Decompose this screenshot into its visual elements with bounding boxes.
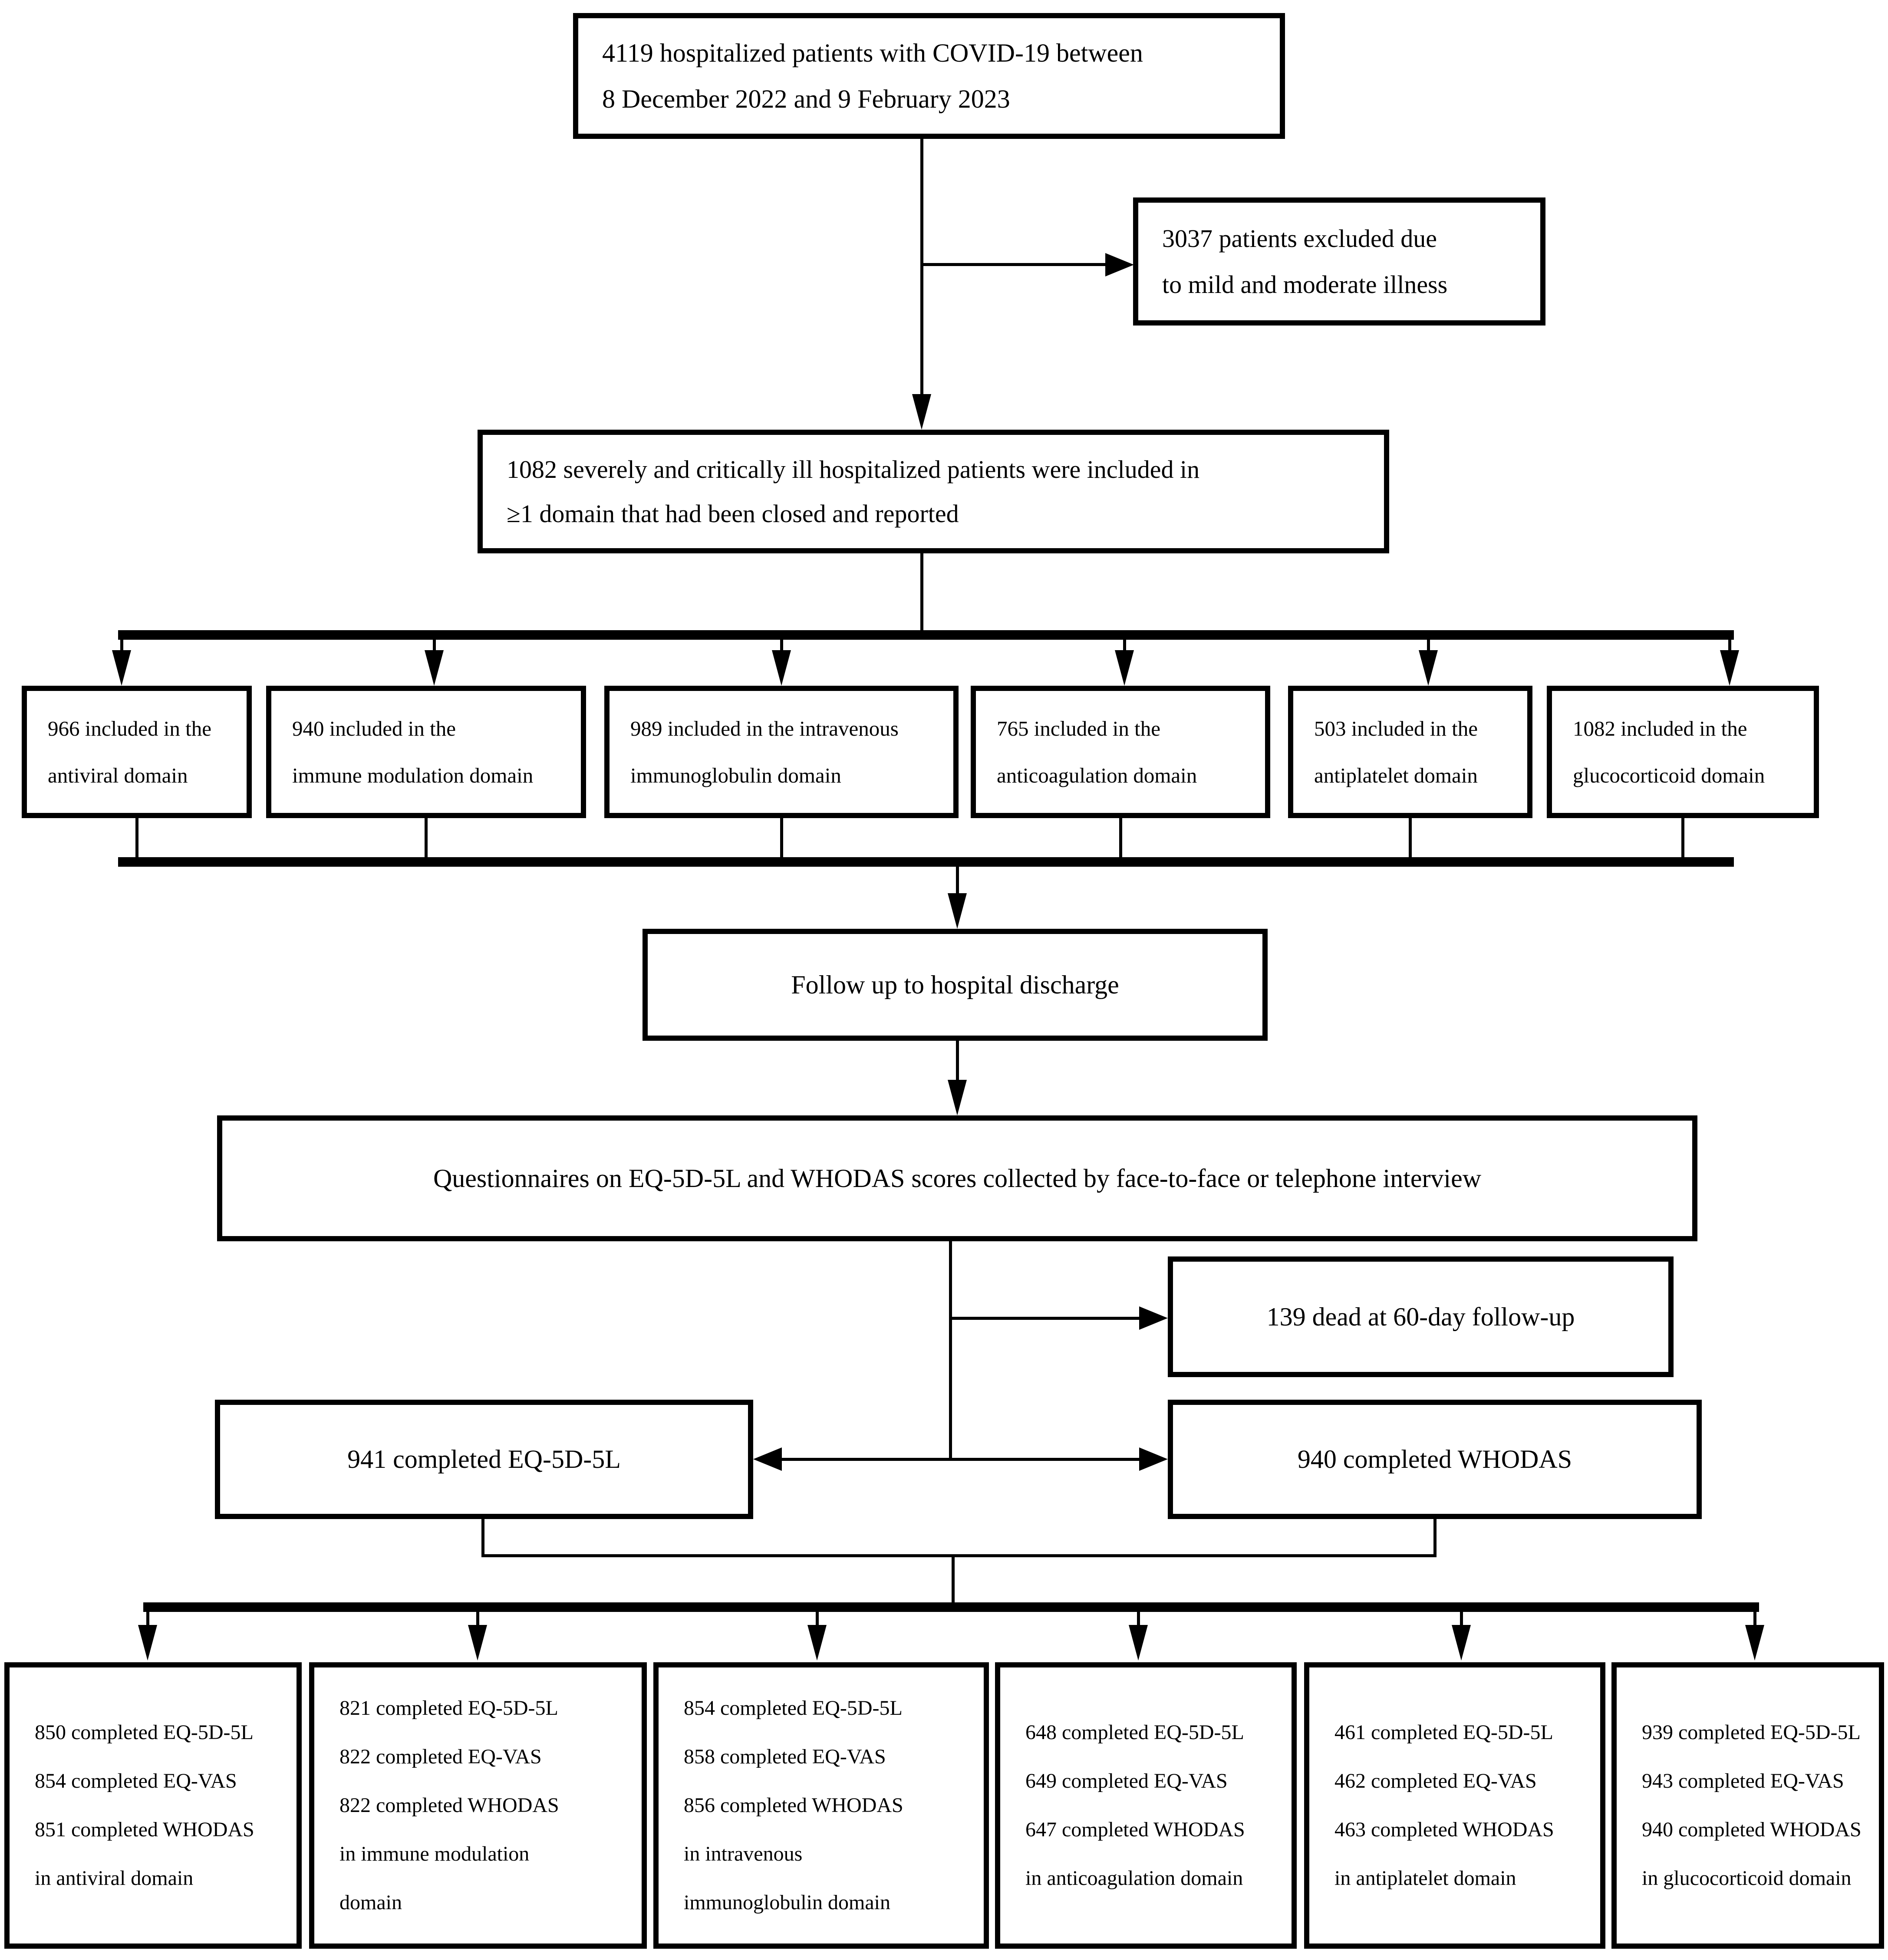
connector-merge-to-followup-arrowhead xyxy=(948,893,967,929)
connector-followup-to-questionnaire-arrowhead xyxy=(948,1080,967,1115)
connector-branch-to-excluded-line xyxy=(922,263,1106,266)
connector-outcome-bus-line xyxy=(143,1602,1759,1612)
box-outcome-immune-modulation-text: 821 completed EQ-5D-5L 822 completed EQ-… xyxy=(339,1697,559,1914)
connector-bus-to-outcome-immune-modulation-arrowhead xyxy=(468,1625,487,1661)
box-included-patients-text: 1082 severely and critically ill hospita… xyxy=(507,455,1200,528)
connector-bus-to-anticoagulation-arrowhead xyxy=(1115,650,1134,686)
box-excluded-patients: 3037 patients excluded due to mild and m… xyxy=(1133,197,1545,326)
box-domain-immune-modulation: 940 included in the immune modulation do… xyxy=(266,686,586,818)
connector-bus-to-antiviral-line xyxy=(120,640,123,655)
connector-questionnaire-stem-line xyxy=(949,1241,952,1460)
connector-bus-to-immune-modulation-line xyxy=(433,640,436,655)
box-excluded-patients-text: 3037 patients excluded due to mild and m… xyxy=(1162,224,1448,299)
connector-bus-to-antiviral-arrowhead xyxy=(112,650,131,686)
connector-eq5d5l-to-join-line xyxy=(481,1519,484,1557)
connector-followup-to-questionnaire-line xyxy=(956,1041,959,1084)
connector-bus-to-outcome-antiviral-arrowhead xyxy=(138,1625,157,1661)
connector-enrolled-to-included-line xyxy=(920,139,923,403)
connector-bus-to-antiplatelet-arrowhead xyxy=(1419,650,1438,686)
box-outcome-intravenous-immunoglobulin: 854 completed EQ-5D-5L 858 completed EQ-… xyxy=(653,1662,989,1949)
box-domain-intravenous-immunoglobulin-text: 989 included in the intravenous immunogl… xyxy=(630,716,899,787)
connector-whodas-to-join-line xyxy=(1433,1519,1437,1557)
box-outcome-glucocorticoid-text: 939 completed EQ-5D-5L 943 completed EQ-… xyxy=(1642,1721,1862,1890)
connector-merge-to-followup-line xyxy=(956,867,959,897)
box-outcome-anticoagulation: 648 completed EQ-5D-5L 649 completed EQ-… xyxy=(995,1662,1297,1949)
connector-immune-modulation-to-merge-line xyxy=(425,818,428,859)
box-domain-antiplatelet-text: 503 included in the antiplatelet domain xyxy=(1314,716,1478,787)
connector-anticoagulation-to-merge-line xyxy=(1119,818,1122,859)
connector-bus-to-anticoagulation-line xyxy=(1123,640,1126,655)
box-outcome-antiplatelet-text: 461 completed EQ-5D-5L 462 completed EQ-… xyxy=(1334,1721,1554,1890)
connector-branch-to-dead-arrowhead xyxy=(1139,1306,1168,1330)
connector-bus-to-glucocorticoid-line xyxy=(1728,640,1731,655)
connector-antiviral-to-merge-line xyxy=(135,818,138,859)
box-completed-eq5d5l: 941 completed EQ-5D-5L xyxy=(215,1400,753,1519)
connector-domain-bus-line xyxy=(118,630,1734,640)
box-outcome-glucocorticoid: 939 completed EQ-5D-5L 943 completed EQ-… xyxy=(1611,1662,1884,1949)
connector-bus-to-outcome-intravenous-immunoglobulin-arrowhead xyxy=(807,1625,827,1661)
connector-branch-to-dead-line xyxy=(950,1317,1140,1320)
box-outcome-immune-modulation: 821 completed EQ-5D-5L 822 completed EQ-… xyxy=(309,1662,647,1949)
connector-merge-bus-line xyxy=(118,857,1734,867)
box-domain-anticoagulation: 765 included in the anticoagulation doma… xyxy=(971,686,1270,818)
box-outcome-antiplatelet: 461 completed EQ-5D-5L 462 completed EQ-… xyxy=(1304,1662,1605,1949)
box-dead-60-day: 139 dead at 60-day follow-up xyxy=(1168,1256,1674,1377)
connector-bus-to-outcome-antiviral-line xyxy=(146,1612,149,1628)
connector-bus-to-outcome-glucocorticoid-arrowhead xyxy=(1745,1625,1764,1661)
connector-included-to-bus-line xyxy=(920,553,923,634)
connector-split-to-whodas-arrowhead xyxy=(1139,1447,1168,1471)
connector-bus-to-antiplatelet-line xyxy=(1427,640,1430,655)
connector-intravenous-immunoglobulin-to-merge-line xyxy=(780,818,783,859)
box-outcome-antiviral: 850 completed EQ-5D-5L 854 completed EQ-… xyxy=(4,1662,302,1949)
box-outcome-anticoagulation-text: 648 completed EQ-5D-5L 649 completed EQ-… xyxy=(1025,1721,1245,1890)
box-domain-immune-modulation-text: 940 included in the immune modulation do… xyxy=(292,716,534,787)
connector-antiplatelet-to-merge-line xyxy=(1409,818,1412,859)
connector-join-to-outcome-bus-line xyxy=(952,1557,955,1606)
box-domain-antiviral-text: 966 included in the antiviral domain xyxy=(48,716,211,787)
connector-bus-to-outcome-antiplatelet-arrowhead xyxy=(1452,1625,1471,1661)
box-dead-60-day-text: 139 dead at 60-day follow-up xyxy=(1266,1302,1575,1331)
box-domain-glucocorticoid: 1082 included in the glucocorticoid doma… xyxy=(1547,686,1819,818)
connector-bus-to-outcome-intravenous-immunoglobulin-line xyxy=(816,1612,819,1628)
box-outcome-antiviral-text: 850 completed EQ-5D-5L 854 completed EQ-… xyxy=(35,1721,254,1890)
connector-bus-to-glucocorticoid-arrowhead xyxy=(1720,650,1739,686)
connector-branch-to-excluded-arrowhead xyxy=(1105,253,1134,276)
box-enrolled-patients: 4119 hospitalized patients with COVID-19… xyxy=(573,13,1285,139)
connector-bus-to-outcome-anticoagulation-line xyxy=(1137,1612,1140,1628)
box-follow-up-discharge-text: Follow up to hospital discharge xyxy=(791,970,1119,999)
connector-bus-to-outcome-antiplatelet-line xyxy=(1460,1612,1463,1628)
box-questionnaires-collected-text: Questionnaires on EQ-5D-5L and WHODAS sc… xyxy=(433,1164,1482,1193)
connector-join-line xyxy=(481,1554,1437,1557)
box-questionnaires-collected: Questionnaires on EQ-5D-5L and WHODAS sc… xyxy=(217,1115,1697,1241)
box-completed-whodas: 940 completed WHODAS xyxy=(1168,1400,1702,1519)
box-outcome-intravenous-immunoglobulin-text: 854 completed EQ-5D-5L 858 completed EQ-… xyxy=(684,1697,903,1914)
connector-bus-to-outcome-glucocorticoid-line xyxy=(1753,1612,1756,1628)
connector-bus-to-outcome-immune-modulation-line xyxy=(476,1612,479,1628)
box-included-patients: 1082 severely and critically ill hospita… xyxy=(478,430,1389,553)
connector-bus-to-intravenous-immunoglobulin-line xyxy=(780,640,783,655)
box-completed-eq5d5l-text: 941 completed EQ-5D-5L xyxy=(347,1445,621,1473)
box-domain-antiplatelet: 503 included in the antiplatelet domain xyxy=(1288,686,1532,818)
connector-glucocorticoid-to-merge-line xyxy=(1681,818,1684,859)
box-enrolled-patients-text: 4119 hospitalized patients with COVID-19… xyxy=(602,39,1143,113)
box-domain-anticoagulation-text: 765 included in the anticoagulation doma… xyxy=(997,716,1197,787)
box-follow-up-discharge: Follow up to hospital discharge xyxy=(643,929,1268,1041)
connector-bus-to-immune-modulation-arrowhead xyxy=(425,650,444,686)
connector-split-to-eq5d5l-arrowhead xyxy=(753,1447,782,1471)
box-domain-intravenous-immunoglobulin: 989 included in the intravenous immunogl… xyxy=(604,686,959,818)
connector-enrolled-to-included-arrowhead xyxy=(912,394,931,430)
connector-split-line xyxy=(781,1458,1140,1461)
connector-bus-to-outcome-anticoagulation-arrowhead xyxy=(1129,1625,1148,1661)
box-completed-whodas-text: 940 completed WHODAS xyxy=(1297,1445,1572,1473)
box-domain-antiviral: 966 included in the antiviral domain xyxy=(22,686,252,818)
connector-bus-to-intravenous-immunoglobulin-arrowhead xyxy=(772,650,791,686)
box-domain-glucocorticoid-text: 1082 included in the glucocorticoid doma… xyxy=(1573,716,1765,787)
